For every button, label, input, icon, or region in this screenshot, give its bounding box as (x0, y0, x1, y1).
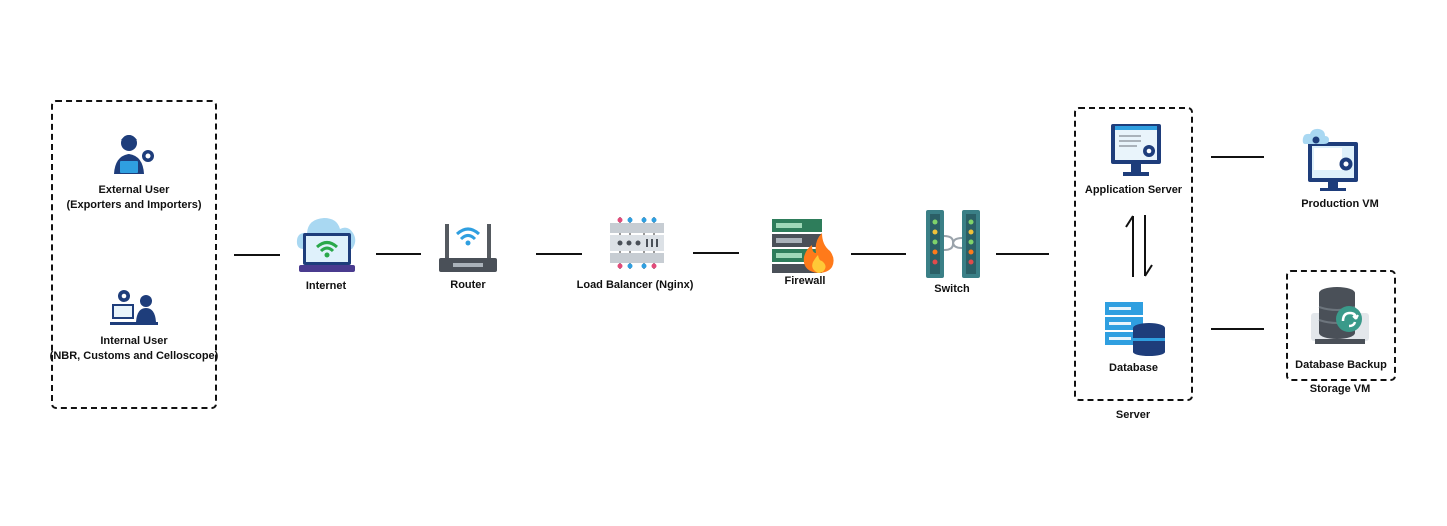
load-balancer-label: Load Balancer (Nginx) (576, 279, 694, 291)
server-rack-icon (610, 217, 664, 269)
app-server-icon (1111, 124, 1161, 176)
internal-user-label: Internal User (100, 335, 168, 347)
admin-computer-icon (110, 290, 158, 325)
internet-label: Internet (305, 280, 347, 292)
storage-vm-label: Storage VM (1309, 383, 1371, 395)
database-label: Database (1109, 362, 1158, 374)
swap-arrows-icon (1125, 215, 1153, 277)
users-group (51, 100, 217, 409)
production-vm-icon (1302, 128, 1358, 191)
application-server-label: Application Server (1084, 184, 1183, 196)
switch-icon (926, 210, 980, 278)
firewall-icon (772, 219, 834, 273)
server-group (1074, 107, 1193, 401)
firewall-label: Firewall (784, 275, 826, 287)
external-user-label: External User (98, 184, 170, 196)
internal-user-detail: (NBR, Customs and Celloscope) (49, 350, 219, 362)
router-icon (439, 224, 497, 272)
connector-switch-server (996, 253, 1049, 255)
router-label: Router (450, 279, 486, 291)
connector-users-internet (234, 254, 280, 256)
production-vm-label: Production VM (1301, 198, 1379, 210)
database-icon (1105, 302, 1165, 356)
connector-firewall-switch (851, 253, 906, 255)
backup-drive-icon (1311, 287, 1369, 344)
user-gear-icon (114, 135, 154, 174)
storage-vm-group (1286, 270, 1396, 381)
server-group-label: Server (1115, 409, 1151, 421)
connector-server-storage (1211, 328, 1264, 330)
connector-internet-router (376, 253, 421, 255)
connector-loadbalancer-firewall (693, 252, 739, 254)
database-backup-label: Database Backup (1295, 359, 1387, 371)
connector-router-loadbalancer (536, 253, 582, 255)
external-user-detail: (Exporters and Importers) (66, 199, 202, 211)
switch-label: Switch (934, 283, 970, 295)
connector-server-production (1211, 156, 1264, 158)
cloud-laptop-wifi-icon (296, 218, 356, 272)
